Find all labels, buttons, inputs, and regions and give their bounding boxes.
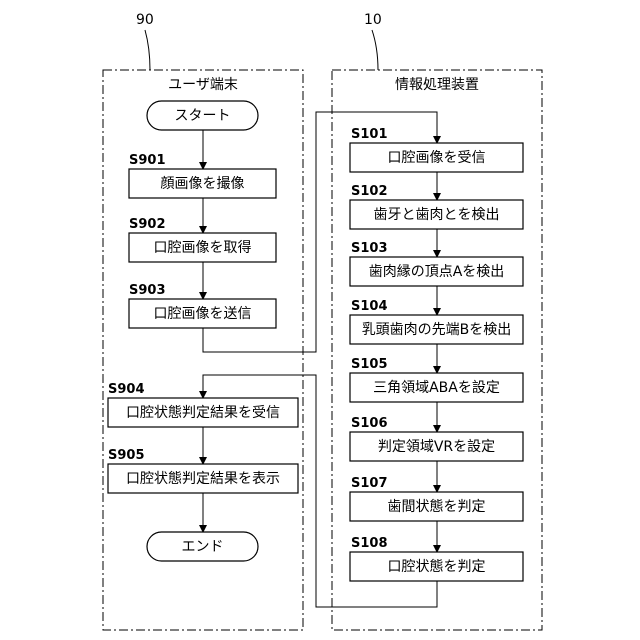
- process-s102: 歯牙と歯肉とを検出: [350, 200, 523, 229]
- step-id-s106: S106: [351, 416, 388, 431]
- process-s903: 口腔画像を送信: [129, 299, 276, 328]
- step-id-s905: S905: [108, 448, 145, 463]
- process-s108: 口腔状態を判定: [350, 552, 523, 581]
- process-s106: 判定領域VRを設定: [350, 432, 523, 461]
- step-id-s101: S101: [351, 127, 388, 142]
- lane-ref-server: 10: [364, 12, 382, 28]
- step-id-s104: S104: [351, 299, 388, 314]
- step-id-s904: S904: [108, 382, 145, 397]
- lane-title-user: ユーザ端末: [168, 77, 238, 93]
- process-s905: 口腔状態判定結果を表示: [108, 464, 298, 493]
- step-id-s103: S103: [351, 241, 388, 256]
- step-id-s903: S903: [129, 283, 166, 298]
- lane-ref-user: 90: [136, 12, 154, 28]
- process-s105: 三角領域ABAを設定: [350, 373, 523, 402]
- step-id-s901: S901: [129, 153, 166, 168]
- process-s902-label: 口腔画像を取得: [154, 239, 252, 256]
- process-s103: 歯肉縁の頂点Aを検出: [350, 257, 523, 286]
- step-id-s108: S108: [351, 536, 388, 551]
- step-id-s102: S102: [351, 184, 388, 199]
- process-s105-label: 三角領域ABAを設定: [373, 379, 500, 396]
- start-label: スタート: [175, 108, 231, 124]
- process-s904-label: 口腔状態判定結果を受信: [126, 405, 280, 421]
- ref-leader-user: [145, 30, 150, 70]
- process-s901-label: 顔画像を撮像: [161, 175, 245, 192]
- process-s901: 顔画像を撮像: [129, 169, 276, 198]
- step-id-s902: S902: [129, 217, 166, 232]
- process-s905-label: 口腔状態判定結果を表示: [126, 471, 280, 487]
- process-s903-label: 口腔画像を送信: [154, 306, 252, 322]
- end-label: エンド: [182, 539, 224, 555]
- process-s107-label: 歯間状態を判定: [388, 499, 486, 515]
- process-s101: 口腔画像を受信: [350, 143, 523, 172]
- process-s107: 歯間状態を判定: [350, 492, 523, 521]
- process-s102-label: 歯牙と歯肉とを検出: [374, 207, 500, 223]
- terminal-end: エンド: [147, 532, 258, 561]
- process-s104-label: 乳頭歯肉の先端Bを検出: [362, 322, 512, 338]
- step-id-s105: S105: [351, 357, 388, 372]
- lane-title-server: 情報処理装置: [395, 77, 479, 93]
- process-s904: 口腔状態判定結果を受信: [108, 398, 298, 427]
- ref-leader-server: [372, 30, 378, 70]
- terminal-start: スタート: [147, 101, 258, 130]
- process-s103-label: 歯肉縁の頂点Aを検出: [369, 264, 505, 280]
- process-s101-label: 口腔画像を受信: [388, 150, 486, 166]
- process-s108-label: 口腔状態を判定: [388, 559, 486, 575]
- process-s104: 乳頭歯肉の先端Bを検出: [350, 315, 523, 344]
- process-s106-label: 判定領域VRを設定: [378, 438, 495, 455]
- step-id-s107: S107: [351, 476, 388, 491]
- process-s902: 口腔画像を取得: [129, 233, 276, 262]
